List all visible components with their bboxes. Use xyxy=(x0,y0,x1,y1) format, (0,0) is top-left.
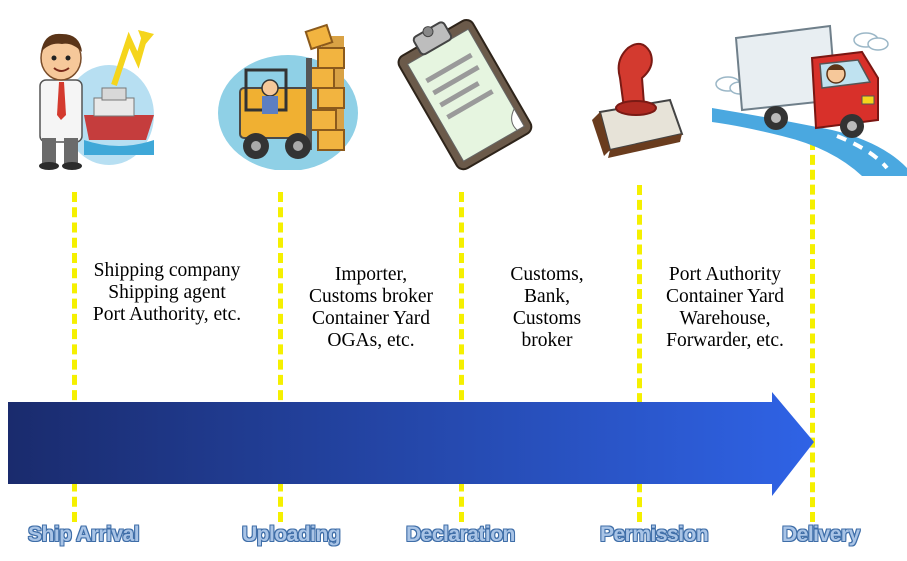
milestone-line-delivery xyxy=(810,140,815,522)
milestone-line-ship-arrival xyxy=(72,192,77,522)
stakeholder-line: Shipping agent xyxy=(108,282,226,303)
stage-label-delivery: Delivery xyxy=(782,523,860,546)
businessman-ship-icon xyxy=(39,30,154,170)
stakeholders-declaration: Customs, Bank, Customs broker xyxy=(472,264,622,352)
stakeholder-line: Shipping company xyxy=(93,260,241,281)
stakeholder-line: Customs broker xyxy=(308,286,434,307)
stakeholder-line: Container Yard xyxy=(665,286,785,307)
stakeholder-line: Container Yard xyxy=(311,308,431,329)
stakeholder-line: Customs xyxy=(512,308,582,329)
forklift-icon xyxy=(218,23,358,170)
stage-label-uploading: Uploading xyxy=(242,523,341,546)
clipboard-icon xyxy=(397,19,533,171)
stakeholder-line: Importer, xyxy=(334,264,408,285)
stakeholder-line: Customs, xyxy=(510,264,584,285)
stakeholders-uploading: Importer, Customs broker Container Yard … xyxy=(286,264,456,352)
stage-label-permission: Permission xyxy=(600,523,709,546)
stakeholders-permission: Port Authority Container Yard Warehouse,… xyxy=(640,264,810,352)
milestone-line-uploading xyxy=(278,192,283,522)
milestone-line-permission xyxy=(637,185,642,522)
stakeholder-line: Port Authority xyxy=(668,264,782,285)
stakeholders-ship-arrival: Shipping company Shipping agent Port Aut… xyxy=(62,260,272,326)
stakeholder-line: Forwarder, etc. xyxy=(666,330,784,351)
stakeholder-line: Bank, xyxy=(523,286,571,307)
stakeholder-line: broker xyxy=(521,330,573,351)
stage-label-ship-arrival: Ship Arrival xyxy=(28,523,140,546)
rubber-stamp-icon xyxy=(592,42,684,158)
stakeholder-line: Port Authority, etc. xyxy=(92,304,242,325)
stage-label-declaration: Declaration xyxy=(406,523,515,546)
stakeholder-line: OGAs, etc. xyxy=(327,330,415,351)
process-arrow xyxy=(8,392,814,496)
delivery-truck-icon xyxy=(712,24,907,176)
milestone-line-declaration xyxy=(459,192,464,522)
stakeholder-line: Warehouse, xyxy=(679,308,771,329)
